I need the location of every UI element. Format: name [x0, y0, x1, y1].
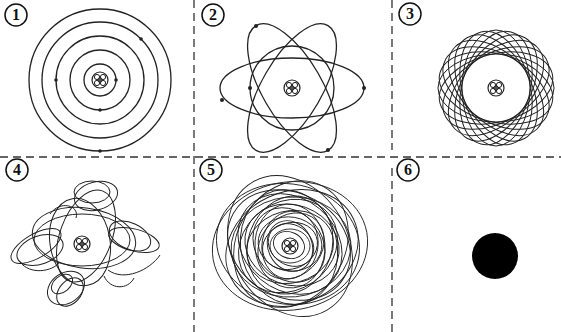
electron-dot	[54, 37, 143, 153]
callout-number: 5	[200, 159, 222, 181]
number-circle	[5, 3, 421, 181]
elliptical-orbits	[220, 11, 364, 166]
electron-cloud	[202, 153, 378, 332]
electron-dot	[220, 24, 366, 152]
callout-number: 4	[6, 159, 28, 181]
bohr-orbits	[29, 9, 171, 151]
callout-number: 3	[399, 3, 421, 25]
callout-number: 6	[397, 159, 419, 181]
solid-atom	[472, 233, 518, 279]
callout-number: 1	[5, 4, 27, 26]
precessing-orbits	[429, 21, 561, 155]
callout-number: 2	[202, 4, 224, 26]
irregular-orbitals	[6, 177, 162, 312]
